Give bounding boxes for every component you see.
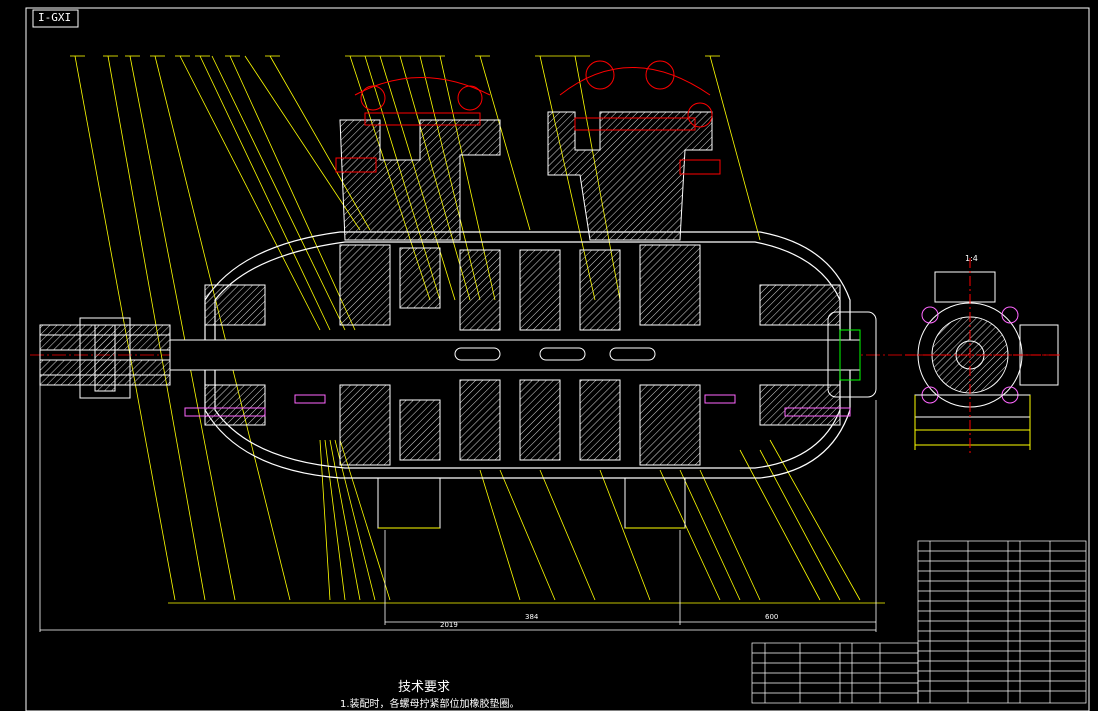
pump-feet bbox=[377, 477, 686, 529]
corner-tag-box bbox=[32, 9, 79, 28]
dimension-lines bbox=[39, 380, 877, 632]
tie-bolts bbox=[184, 394, 851, 417]
drawing-border bbox=[25, 7, 1090, 711]
side-view bbox=[905, 258, 1062, 455]
discharge-nozzle bbox=[547, 60, 721, 241]
corner-tag: I-GXI bbox=[38, 11, 72, 24]
technical-requirements-title: 技术要求 bbox=[398, 680, 451, 695]
hatched-sections bbox=[39, 244, 841, 466]
suction-nozzle bbox=[335, 77, 501, 241]
dimension-overall-label: 2019 bbox=[440, 621, 458, 629]
side-view-scale-label: 1:4 bbox=[965, 254, 978, 263]
dimension-mid2-label: 600 bbox=[765, 613, 779, 621]
dimension-mid1-label: 384 bbox=[525, 613, 539, 621]
parts-list-table bbox=[917, 540, 1087, 704]
technical-requirements-line1: 1.装配时，各螺母拧紧部位加橡胶垫圈。 bbox=[340, 699, 520, 710]
coupling bbox=[79, 317, 131, 399]
parts-list-table-left bbox=[751, 642, 919, 704]
right-bearing-cap bbox=[827, 311, 877, 398]
